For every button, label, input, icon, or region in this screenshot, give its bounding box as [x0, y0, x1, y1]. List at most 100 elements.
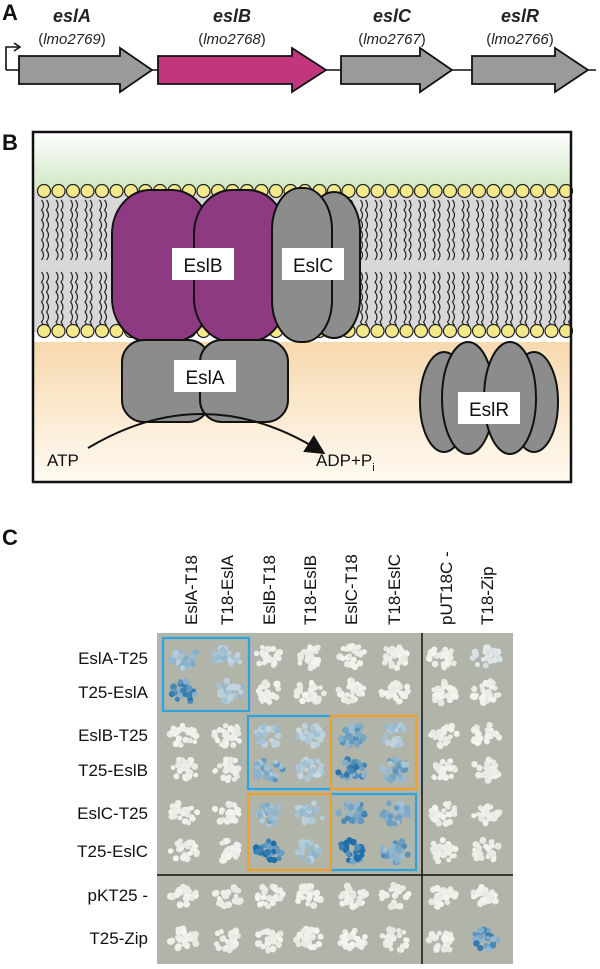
colony [388, 946, 394, 952]
colony [478, 884, 485, 890]
lipid-tail [562, 199, 567, 261]
colony [232, 927, 240, 935]
lipid-tail [432, 199, 436, 261]
colony [317, 933, 324, 940]
colony-spot [215, 677, 244, 704]
colony [341, 938, 348, 945]
colony [296, 769, 302, 775]
colony [402, 767, 409, 773]
colony [193, 851, 200, 858]
colony [396, 902, 404, 910]
colony [175, 735, 182, 742]
lipid-tail [504, 271, 509, 333]
colony [484, 727, 490, 733]
colony [260, 929, 266, 935]
lipid-tail [524, 271, 528, 333]
colony [310, 767, 317, 774]
colony [181, 854, 188, 860]
colony [216, 763, 223, 769]
colony [178, 845, 184, 852]
colony [235, 684, 241, 691]
colony [185, 933, 192, 940]
colony [428, 648, 436, 657]
colony [313, 889, 321, 897]
colony [475, 771, 483, 779]
colony [193, 772, 199, 778]
colony [347, 804, 355, 811]
lipid-tail [60, 199, 64, 261]
colony [218, 809, 224, 815]
colony [178, 679, 184, 685]
lipid-headgroup [51, 323, 66, 339]
lipid-tail [74, 271, 79, 333]
colony [308, 679, 315, 686]
colony [450, 808, 458, 815]
colony [256, 812, 264, 819]
colony [215, 738, 221, 744]
colony [485, 813, 493, 820]
lipid-tail [40, 199, 45, 261]
colony [448, 773, 454, 779]
colony [236, 897, 244, 905]
eslr-protein: EslR [419, 341, 559, 455]
colony [379, 765, 387, 773]
colony [362, 934, 368, 940]
colony [379, 893, 386, 900]
colony [471, 936, 477, 942]
colony [350, 760, 356, 766]
colony [434, 858, 442, 865]
colony [346, 933, 354, 940]
colony [480, 657, 486, 662]
lipid-tail [524, 199, 528, 261]
colony [275, 686, 282, 692]
column-labels: EslA-T18 T18-EslA EslB-T18 T18-EslB EslC… [182, 551, 497, 625]
colony [185, 692, 193, 699]
lipid-tail [374, 199, 378, 261]
colony [386, 940, 394, 947]
colony [433, 884, 441, 892]
colony [227, 763, 235, 771]
colony [222, 892, 230, 900]
colony [477, 899, 484, 906]
colony [439, 837, 446, 844]
lipid-headgroup [109, 323, 124, 339]
colony [262, 679, 269, 686]
colony [354, 843, 362, 851]
colony [318, 730, 326, 738]
colony [379, 811, 387, 819]
colony [433, 944, 440, 951]
colony [343, 839, 350, 847]
colony [177, 838, 183, 844]
colony [191, 763, 197, 770]
colony [308, 944, 314, 951]
colony [450, 660, 457, 667]
colony [306, 805, 313, 812]
colony [484, 844, 491, 851]
colony [318, 685, 323, 690]
colony [488, 727, 494, 733]
colony [358, 650, 364, 656]
colony [238, 689, 244, 695]
eslb-label-box [172, 248, 234, 280]
lipid-headgroup [442, 183, 458, 199]
atp-label: ATP [47, 451, 79, 470]
colony [387, 760, 393, 766]
colony [490, 936, 497, 943]
colony [470, 737, 478, 745]
colony-spot [167, 883, 199, 909]
colony [441, 808, 447, 814]
colony [431, 804, 439, 812]
colony [270, 929, 276, 935]
colony-spot [168, 678, 198, 705]
lipid-tail [480, 271, 485, 333]
colony [434, 654, 440, 659]
colony [402, 693, 409, 700]
colony [273, 759, 279, 765]
colony [263, 764, 271, 772]
lipid-tail [98, 199, 103, 261]
colony [348, 722, 356, 729]
lipid-headgroups-outer [36, 183, 574, 199]
colony-spot [381, 644, 410, 671]
promoter-arrow-icon [5, 46, 18, 70]
colony [427, 657, 433, 663]
